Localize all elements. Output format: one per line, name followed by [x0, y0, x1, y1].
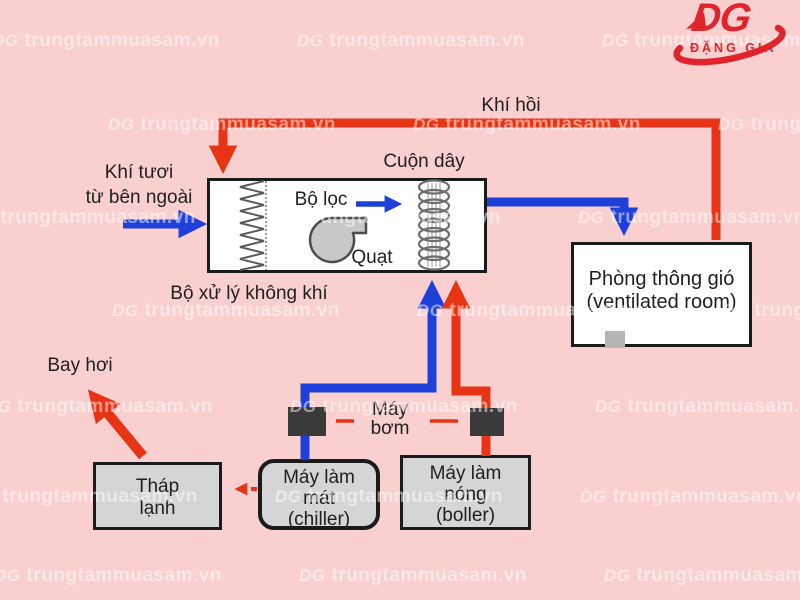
boiler-label-line1: Máy làm: [429, 463, 502, 484]
ventilated-room-label-line1: Phòng thông gió: [588, 268, 735, 290]
pump-right: [470, 408, 504, 436]
chiller-label-line3: (chiller): [287, 509, 351, 530]
pump-left: [288, 407, 326, 436]
boiler-label-line3: (boller): [435, 505, 496, 526]
logo-name: ĐẶNG GIA: [690, 41, 777, 55]
room-vent-square: [605, 331, 625, 348]
cooling-tower-label-line2: lạnh: [139, 498, 176, 519]
fan-icon: [308, 216, 368, 264]
boiler-box: Máy làm nóng (boller): [400, 455, 531, 530]
ventilated-room-label-line2: (ventilated room): [586, 291, 737, 313]
chiller-box: Máy làm mát (chiller): [258, 459, 380, 530]
cooling-tower-box: Tháp lạnh: [93, 462, 222, 530]
coil-icon: [417, 179, 451, 271]
boiler-label-line2: nóng: [444, 484, 487, 505]
supply-air-pipe: [487, 197, 639, 237]
ventilated-room-box: Phòng thông gió (ventilated room): [571, 242, 752, 348]
logo-swoosh-icon: [673, 12, 786, 66]
cooling-tower-label-line1: Tháp: [135, 476, 180, 497]
brand-logo: DG ĐẶNG GIA: [660, 0, 796, 70]
logo-initials: DG: [688, 0, 754, 40]
evaporation-arrow: [87, 389, 147, 460]
filter-zigzag: [239, 180, 265, 271]
chiller-label-line2: mát: [303, 488, 335, 509]
return-air-pipe: [208, 118, 721, 240]
chiller-label-line1: Máy làm: [283, 467, 355, 488]
